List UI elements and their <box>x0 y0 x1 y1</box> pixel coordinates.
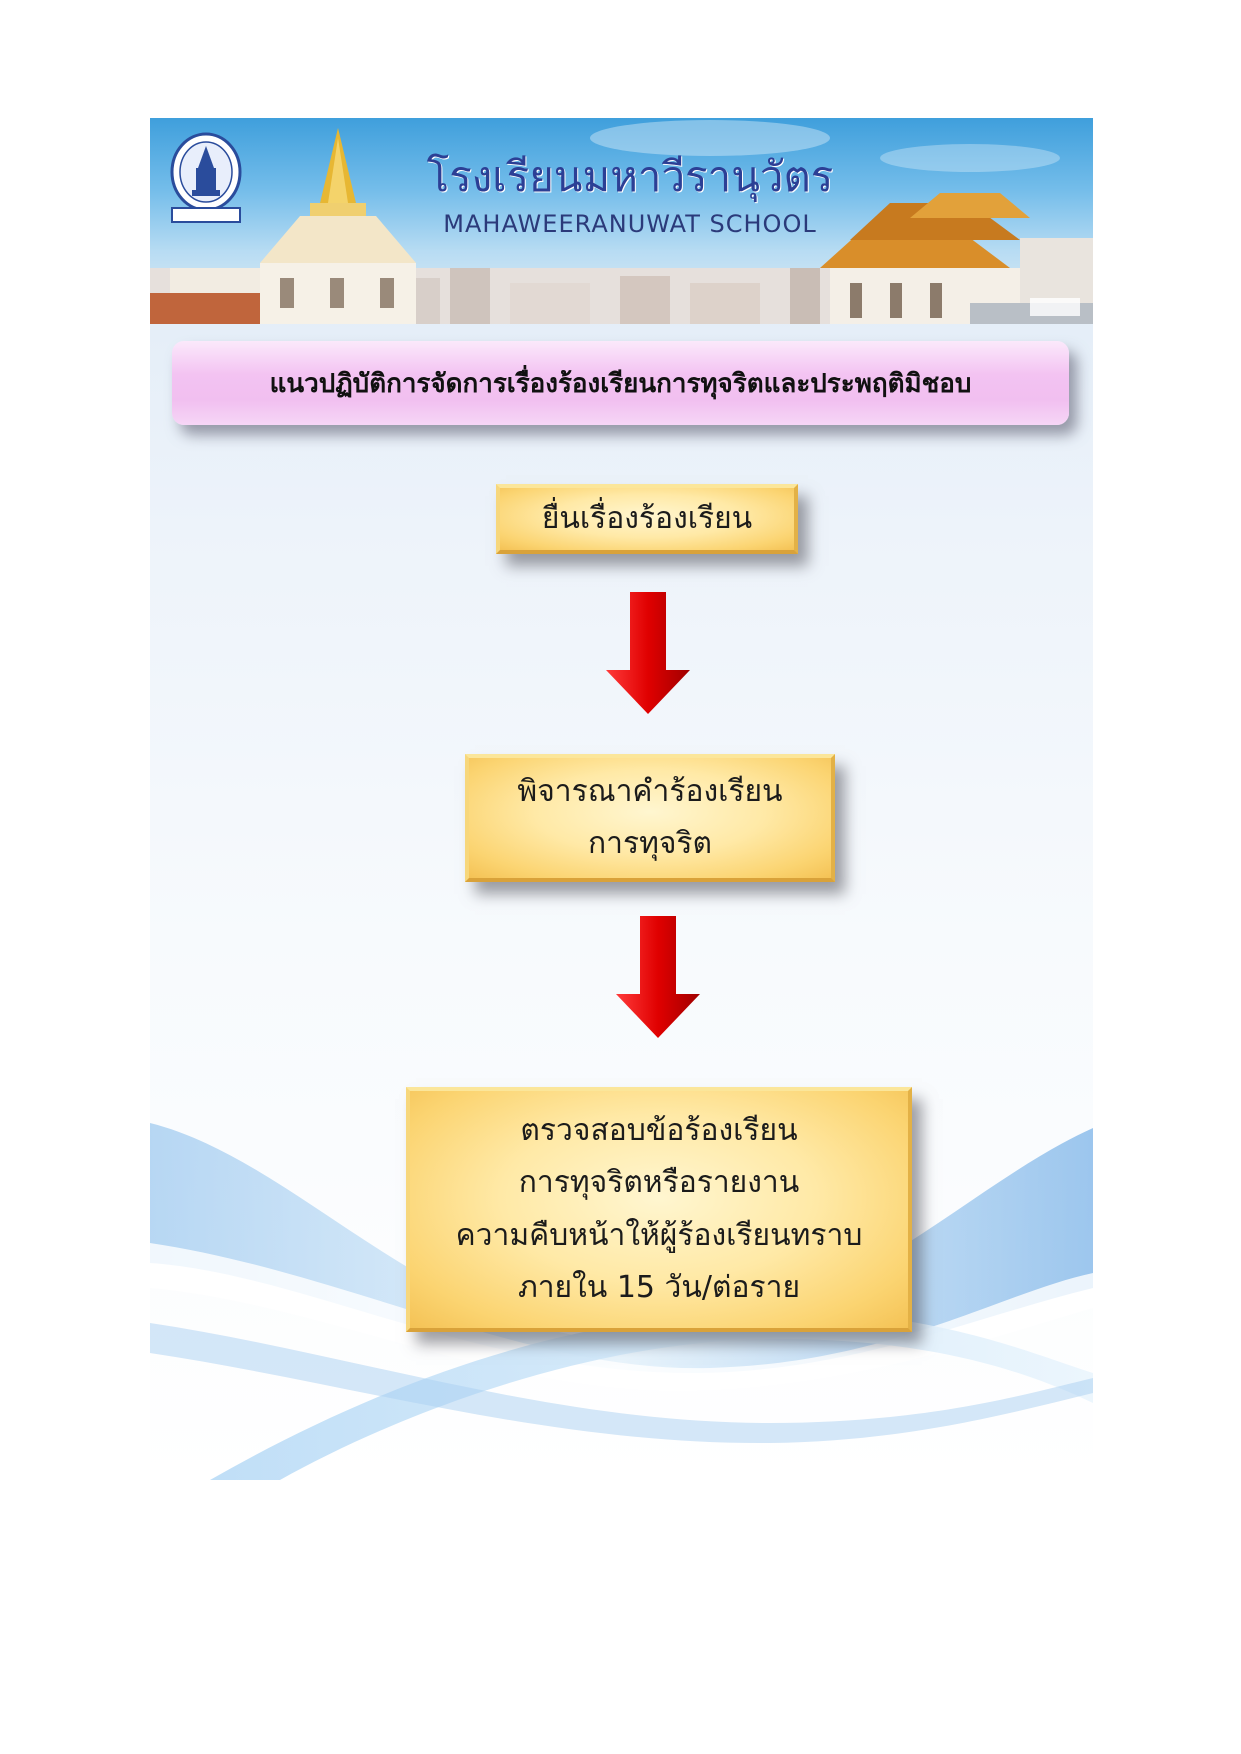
step-3-line-2: การทุจริตหรือรายงาน <box>518 1165 800 1200</box>
temple-illustration <box>150 120 1093 324</box>
down-arrow-icon <box>616 916 700 1038</box>
step-2-line-1: พิจารณาคำร้องเรียน <box>517 773 783 809</box>
step-investigate-and-report: ตรวจสอบข้อร้องเรียน การทุจริตหรือรายงาน … <box>406 1087 912 1332</box>
title-bar: แนวปฏิบัติการจัดการเรื่องร้องเรียนการทุจ… <box>172 341 1069 425</box>
step-1-line-1: ยื่นเรื่องร้องเรียน <box>541 500 753 536</box>
school-name-thai: โรงเรียนมหาวีรานุวัตร <box>426 152 834 201</box>
step-3-line-3: ความคืบหน้าให้ผู้ร้องเรียนทราบ <box>455 1217 863 1253</box>
page-title: แนวปฏิบัติการจัดการเรื่องร้องเรียนการทุจ… <box>269 368 972 399</box>
poster: โรงเรียนมหาวีรานุวัตร MAHAWEERANUWAT SCH… <box>150 118 1093 1480</box>
step-review-complaint: พิจารณาคำร้องเรียน การทุจริต <box>465 754 835 882</box>
step-submit-complaint: ยื่นเรื่องร้องเรียน <box>496 484 798 554</box>
step-2-line-2: การทุจริต <box>587 826 713 861</box>
school-banner: โรงเรียนมหาวีรานุวัตร MAHAWEERANUWAT SCH… <box>150 118 1093 324</box>
step-3-line-1: ตรวจสอบข้อร้องเรียน <box>520 1112 798 1148</box>
school-emblem-icon <box>170 132 242 223</box>
down-arrow-icon <box>606 592 690 714</box>
step-3-line-4: ภายใน 15 วัน/ต่อราย <box>517 1270 801 1305</box>
school-name-english: MAHAWEERANUWAT SCHOOL <box>443 210 817 238</box>
